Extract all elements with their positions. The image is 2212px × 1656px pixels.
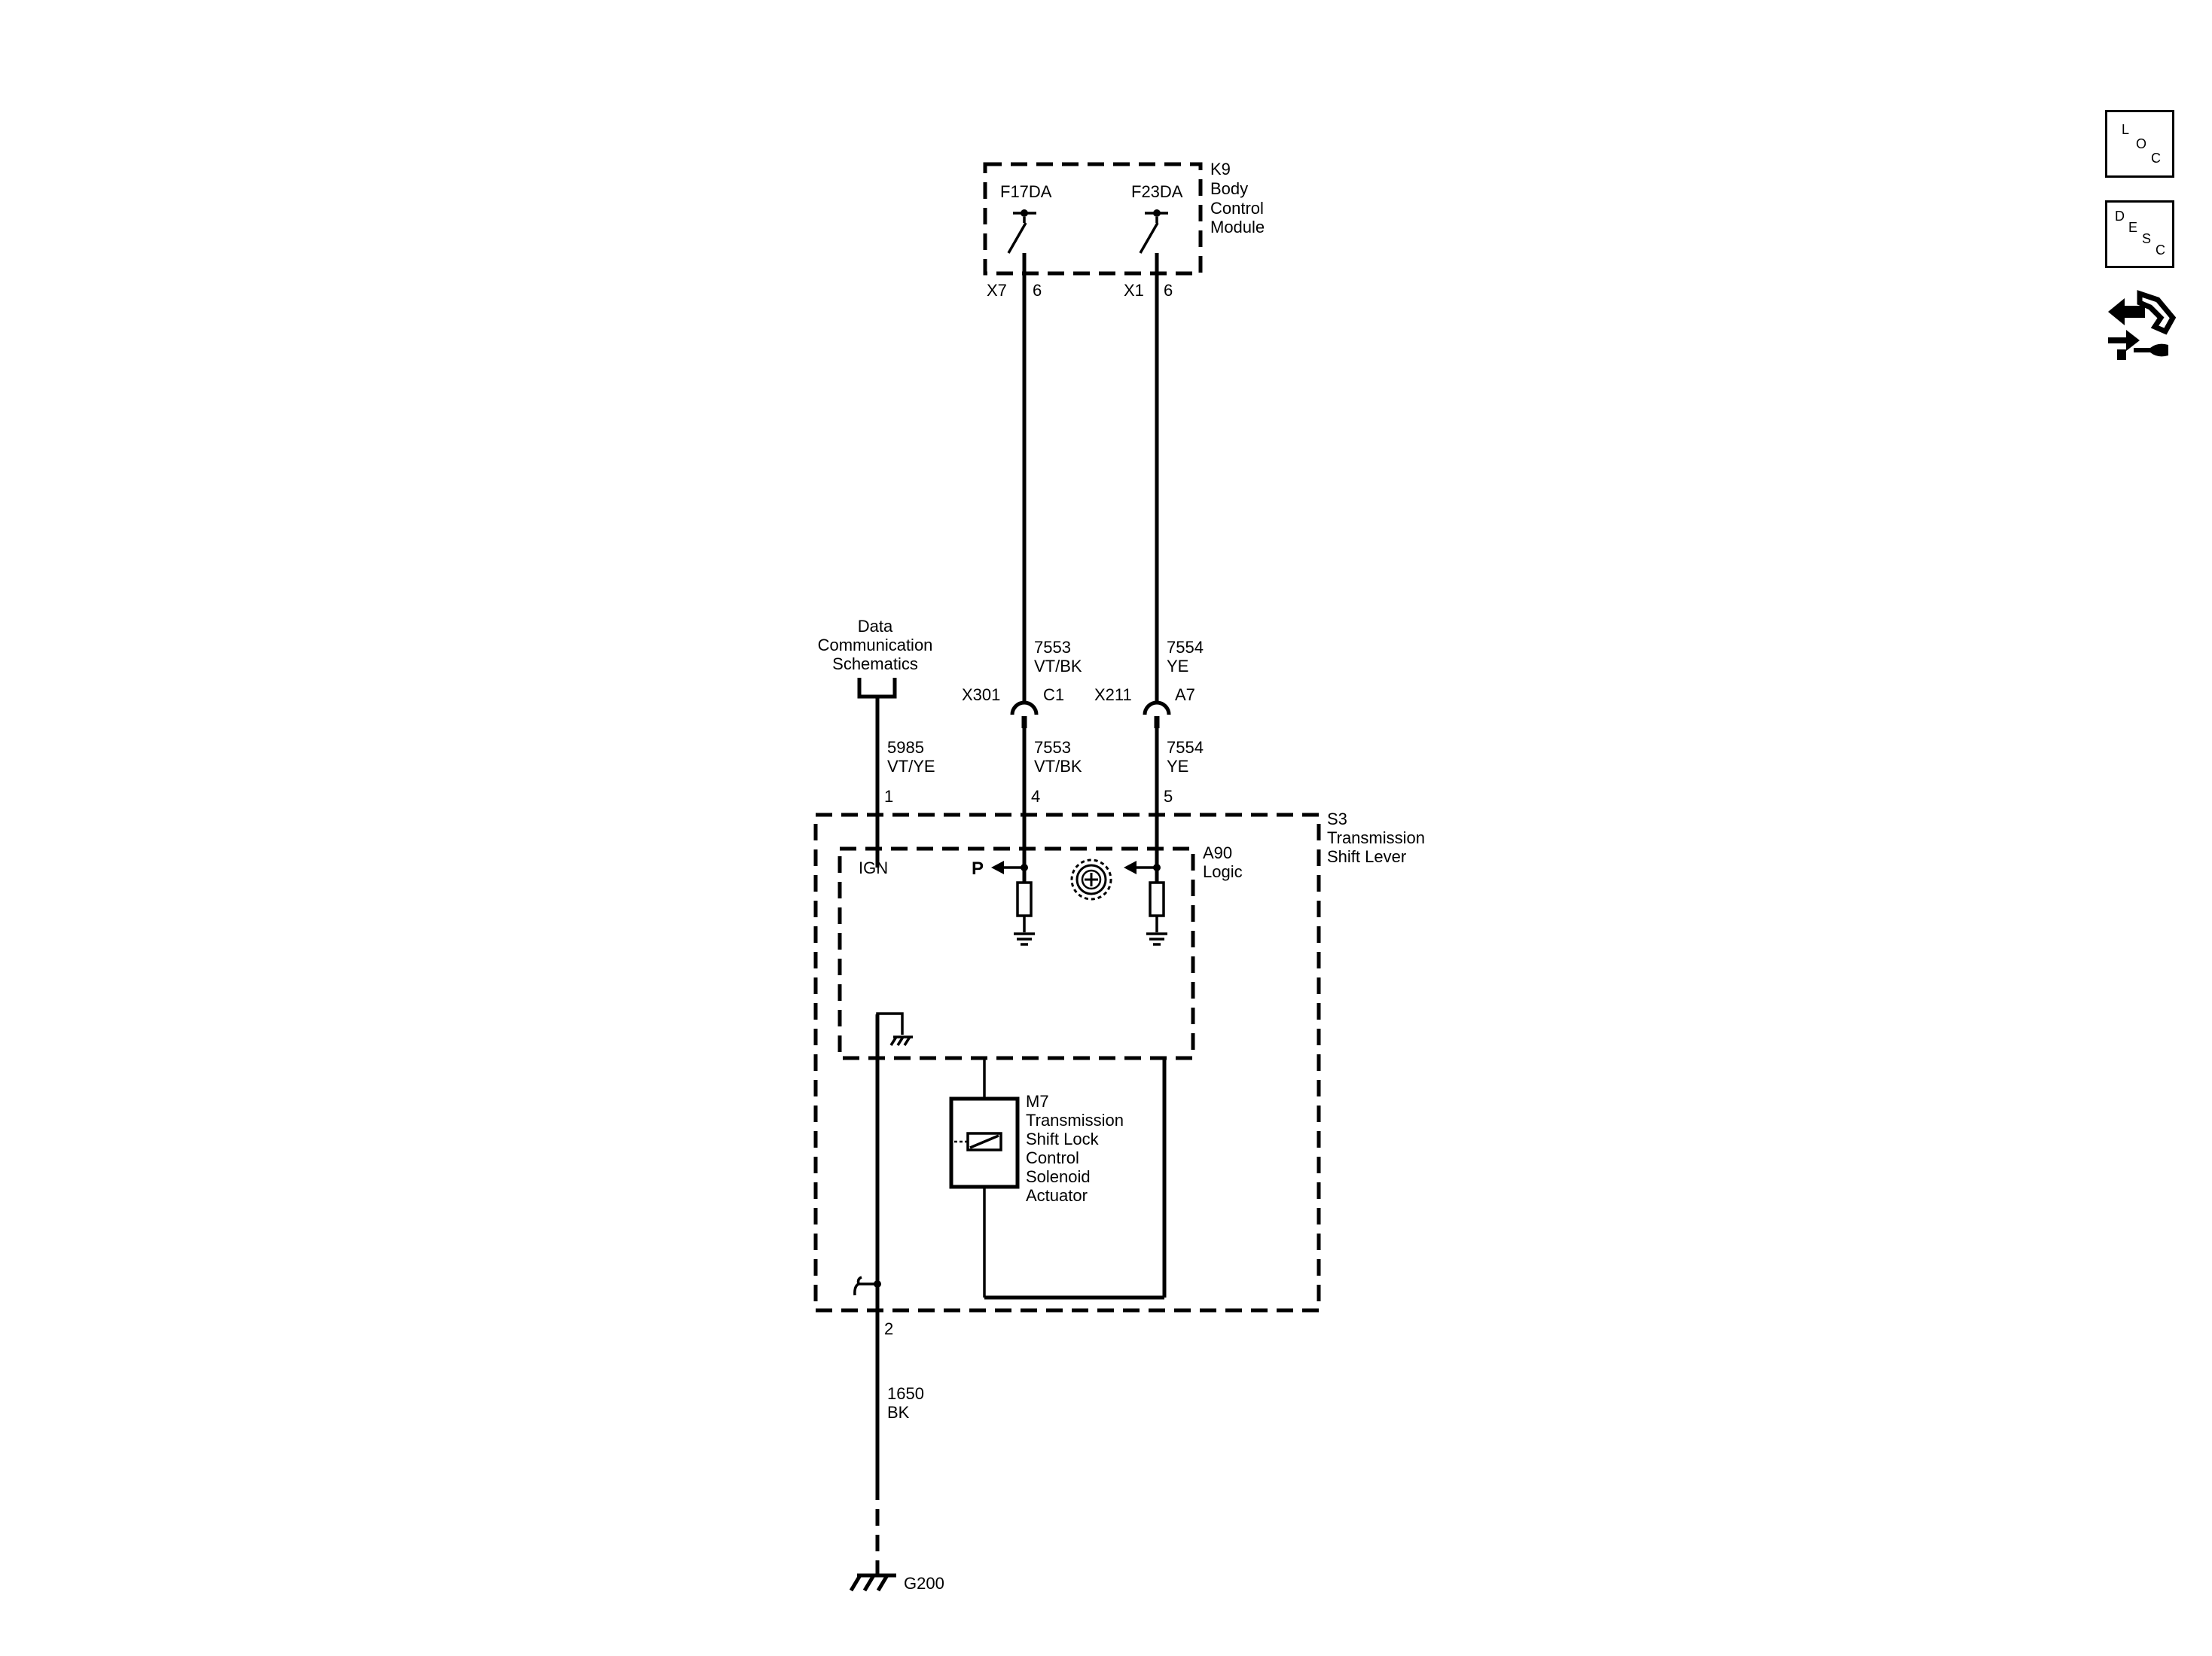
- wire-7554-upper-circuit: 7554: [1167, 638, 1204, 657]
- internal-ground-path: [875, 1012, 913, 1046]
- park-ground-icon: [1014, 932, 1035, 946]
- wire-1650-circuit: 1650: [887, 1384, 924, 1403]
- gear-shift-icon: [1070, 858, 1112, 901]
- desc-button[interactable]: D E S C: [2105, 200, 2174, 268]
- lock-pulldown-resistor: [1149, 881, 1165, 917]
- shift-lock-input-circuit: [1124, 861, 1167, 946]
- x301-pin: C1: [1043, 685, 1064, 704]
- s3-id: S3: [1327, 810, 1347, 828]
- s3-pin-5: 5: [1164, 787, 1173, 806]
- g200-ground-icon: [849, 1573, 896, 1592]
- wire-5985-circuit: 5985: [887, 738, 924, 757]
- park-input-circuit: P: [972, 858, 1035, 946]
- park-arrow-icon: [991, 861, 1004, 874]
- a90-id: A90: [1203, 843, 1232, 862]
- k9-connector-right-name: X1: [1124, 281, 1144, 300]
- wire-7554-lower-color: YE: [1167, 757, 1188, 776]
- x211-pin: A7: [1175, 685, 1195, 704]
- k9-switch-left: [1007, 209, 1036, 254]
- s3-pin-2: 2: [884, 1319, 893, 1338]
- k9-connector-right-pin: 6: [1164, 281, 1173, 300]
- inline-connector-x211: [1143, 700, 1171, 728]
- m7-name-line5: Actuator: [1026, 1186, 1088, 1205]
- k9-body-control-module: K9 Body Control Module F17DA F23DA X7 6 …: [983, 160, 1265, 300]
- desc-letter-c: C: [2156, 242, 2165, 258]
- lock-arrow-icon: [1124, 861, 1137, 874]
- x211-name: X211: [1094, 685, 1132, 704]
- k9-fuse-left: F17DA: [1000, 182, 1052, 201]
- a90-name-line1: Logic: [1203, 862, 1243, 881]
- wire-7553-upper-circuit: 7553: [1034, 638, 1071, 657]
- park-pulldown-resistor: [1016, 881, 1033, 917]
- ign-label: IGN: [859, 858, 888, 877]
- data-communication-reference: Data Communication Schematics: [818, 617, 933, 699]
- m7-shift-lock-solenoid: M7 Transmission Shift Lock Control Solen…: [949, 1058, 1167, 1300]
- wire-7554-upper-color: YE: [1167, 657, 1188, 676]
- s3-boundary: [813, 813, 1321, 1313]
- loc-button[interactable]: L O C: [2105, 110, 2174, 178]
- desc-letter-e: E: [2128, 220, 2138, 235]
- m7-name-line4: Solenoid: [1026, 1167, 1091, 1186]
- wire-1650-color: BK: [887, 1403, 910, 1422]
- m7-id: M7: [1026, 1092, 1049, 1111]
- connector-tool-button[interactable]: [2104, 285, 2179, 364]
- x301-name: X301: [962, 685, 1000, 704]
- s3-pin-4: 4: [1031, 787, 1040, 806]
- k9-switch-right: [1139, 209, 1168, 254]
- s3-name-line2: Shift Lever: [1327, 847, 1406, 866]
- k9-name-line3: Module: [1210, 218, 1265, 236]
- m7-name-line1: Transmission: [1026, 1111, 1124, 1130]
- data-comm-line2: Communication: [818, 636, 933, 654]
- connector-tool-icon: [2108, 290, 2177, 360]
- inline-connector-x301: [1010, 700, 1039, 728]
- wire-5985-color: VT/YE: [887, 757, 935, 776]
- data-comm-line1: Data: [858, 617, 893, 636]
- wire-7553-lower-color: VT/BK: [1034, 757, 1082, 776]
- wire-7553-upper-color: VT/BK: [1034, 657, 1082, 676]
- wire-7553-lower-circuit: 7553: [1034, 738, 1071, 757]
- chassis-ground-icon: [889, 1035, 913, 1046]
- m7-name-line2: Shift Lock: [1026, 1130, 1100, 1148]
- desc-letter-d: D: [2115, 209, 2125, 224]
- lock-ground-icon: [1146, 932, 1167, 946]
- desc-letter-s: S: [2142, 231, 2152, 246]
- m7-name-line3: Control: [1026, 1148, 1079, 1167]
- s3-pin-1: 1: [884, 787, 893, 806]
- k9-id: K9: [1210, 160, 1231, 178]
- k9-connector-left-pin: 6: [1033, 281, 1042, 300]
- wire-7554-lower-circuit: 7554: [1167, 738, 1204, 757]
- loc-letter-o: O: [2136, 136, 2147, 151]
- a90-logic: A90 Logic IGN: [838, 843, 1243, 1060]
- ground-point-label: G200: [904, 1574, 944, 1593]
- park-label: P: [972, 858, 984, 879]
- k9-fuse-right: F23DA: [1131, 182, 1183, 201]
- k9-name-line2: Control: [1210, 199, 1264, 218]
- loc-letter-l: L: [2122, 122, 2130, 137]
- s3-transmission-shift-lever: S3 Transmission Shift Lever: [813, 810, 1425, 1313]
- loc-letter-c: C: [2151, 151, 2161, 166]
- data-comm-line3: Schematics: [832, 654, 918, 673]
- k9-connector-left-name: X7: [987, 281, 1007, 300]
- s3-name-line1: Transmission: [1327, 828, 1425, 847]
- a90-boundary: [838, 846, 1195, 1060]
- k9-module-boundary: [983, 162, 1203, 276]
- k9-name-line1: Body: [1210, 179, 1248, 198]
